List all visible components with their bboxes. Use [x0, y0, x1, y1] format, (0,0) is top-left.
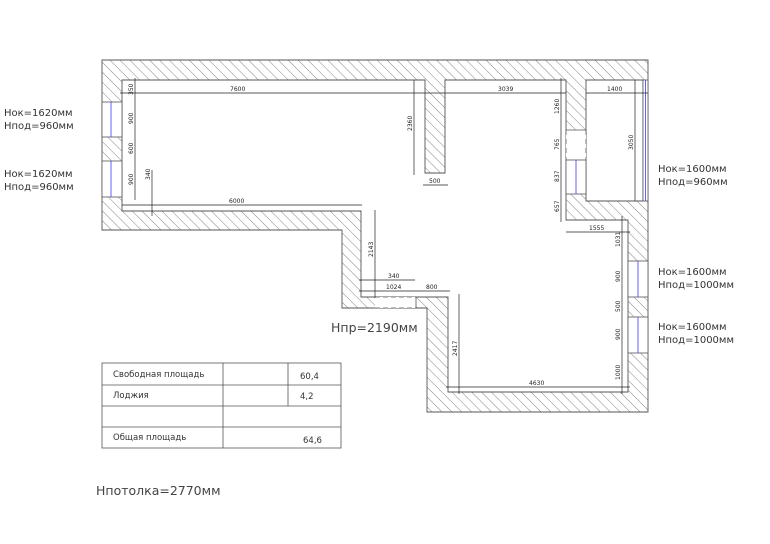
dim-right-room-3050: 3050: [628, 135, 635, 150]
dim-door-1024: 1024: [386, 284, 401, 291]
dim-column-width: 500: [429, 178, 441, 185]
table-row-label: Лоджия: [113, 391, 149, 401]
dim-right-900b: 900: [615, 328, 622, 340]
dim-right-900a: 900: [615, 270, 622, 282]
window-loggia-inner: [565, 159, 587, 195]
window-label-left-top-sill: Нпод=960мм: [4, 121, 74, 132]
dim-door-800: 800: [426, 284, 438, 291]
dim-top-middle: 3039: [498, 86, 513, 93]
windows: [101, 79, 649, 354]
window-label-right-low-sill: Нпод=1000мм: [658, 335, 734, 346]
dim-left-900a: 900: [128, 112, 135, 124]
dim-right-1000: 1000: [615, 365, 622, 380]
doorway: [375, 296, 417, 309]
window-label-left-top-height: Нок=1620мм: [4, 108, 73, 119]
window-loggia-outer: [642, 79, 649, 202]
dim-top-right: 1400: [607, 86, 622, 93]
dimension-lines: [120, 78, 648, 394]
dim-ledge-1555: 1555: [589, 225, 604, 232]
window-label-right-top-height: Нок=1600мм: [658, 164, 727, 175]
window-label-left-bottom-height: Нок=1620мм: [4, 169, 73, 180]
dim-wall-765: 765: [554, 138, 561, 150]
dim-right-500: 500: [615, 300, 622, 312]
dim-left-600: 600: [128, 142, 135, 154]
window-left-bottom: [101, 160, 123, 198]
table-row-value: 4,2: [300, 392, 314, 402]
dim-wall-1260: 1260: [554, 99, 561, 114]
window-label-right-top-sill: Нпод=960мм: [658, 177, 728, 188]
window-label-right-mid-sill: Нпод=1000мм: [658, 280, 734, 291]
dim-bottom-4630: 4630: [529, 380, 544, 387]
table-row-label: Общая площадь: [113, 433, 186, 443]
window-left-top: [101, 101, 123, 138]
table-row-value: 60,4: [300, 372, 319, 382]
window-label-left-bottom-sill: Нпод=960мм: [4, 182, 74, 193]
dim-wall-657: 657: [554, 200, 561, 212]
table-row-label: Свободная площадь: [113, 370, 204, 380]
loggia-opening: [565, 129, 587, 160]
dim-step-340: 340: [388, 273, 400, 280]
dim-column-height: 2360: [407, 116, 414, 131]
dim-bottom-left-room: 6000: [229, 198, 244, 205]
window-label-right-mid-height: Нок=1600мм: [658, 267, 727, 278]
dim-left-900b: 900: [128, 173, 135, 185]
dim-right-1031: 1031: [615, 232, 622, 247]
window-right-bottom: [627, 316, 649, 354]
window-right-top: [627, 260, 649, 298]
area-table: [101, 362, 342, 449]
dim-top-left-room: 7600: [230, 86, 245, 93]
dim-left-340: 340: [145, 168, 152, 180]
dim-left-350: 350: [128, 83, 135, 95]
dim-step-2143: 2143: [368, 242, 375, 257]
ceiling-height-label: Нпотолка=2770мм: [96, 483, 221, 498]
dim-wall-837: 837: [554, 170, 561, 182]
table-row-value: 64,6: [303, 436, 322, 446]
dim-lower-2417: 2417: [452, 341, 459, 356]
window-label-right-low-height: Нок=1600мм: [658, 322, 727, 333]
door-height-label: Нпр=2190мм: [331, 320, 418, 335]
